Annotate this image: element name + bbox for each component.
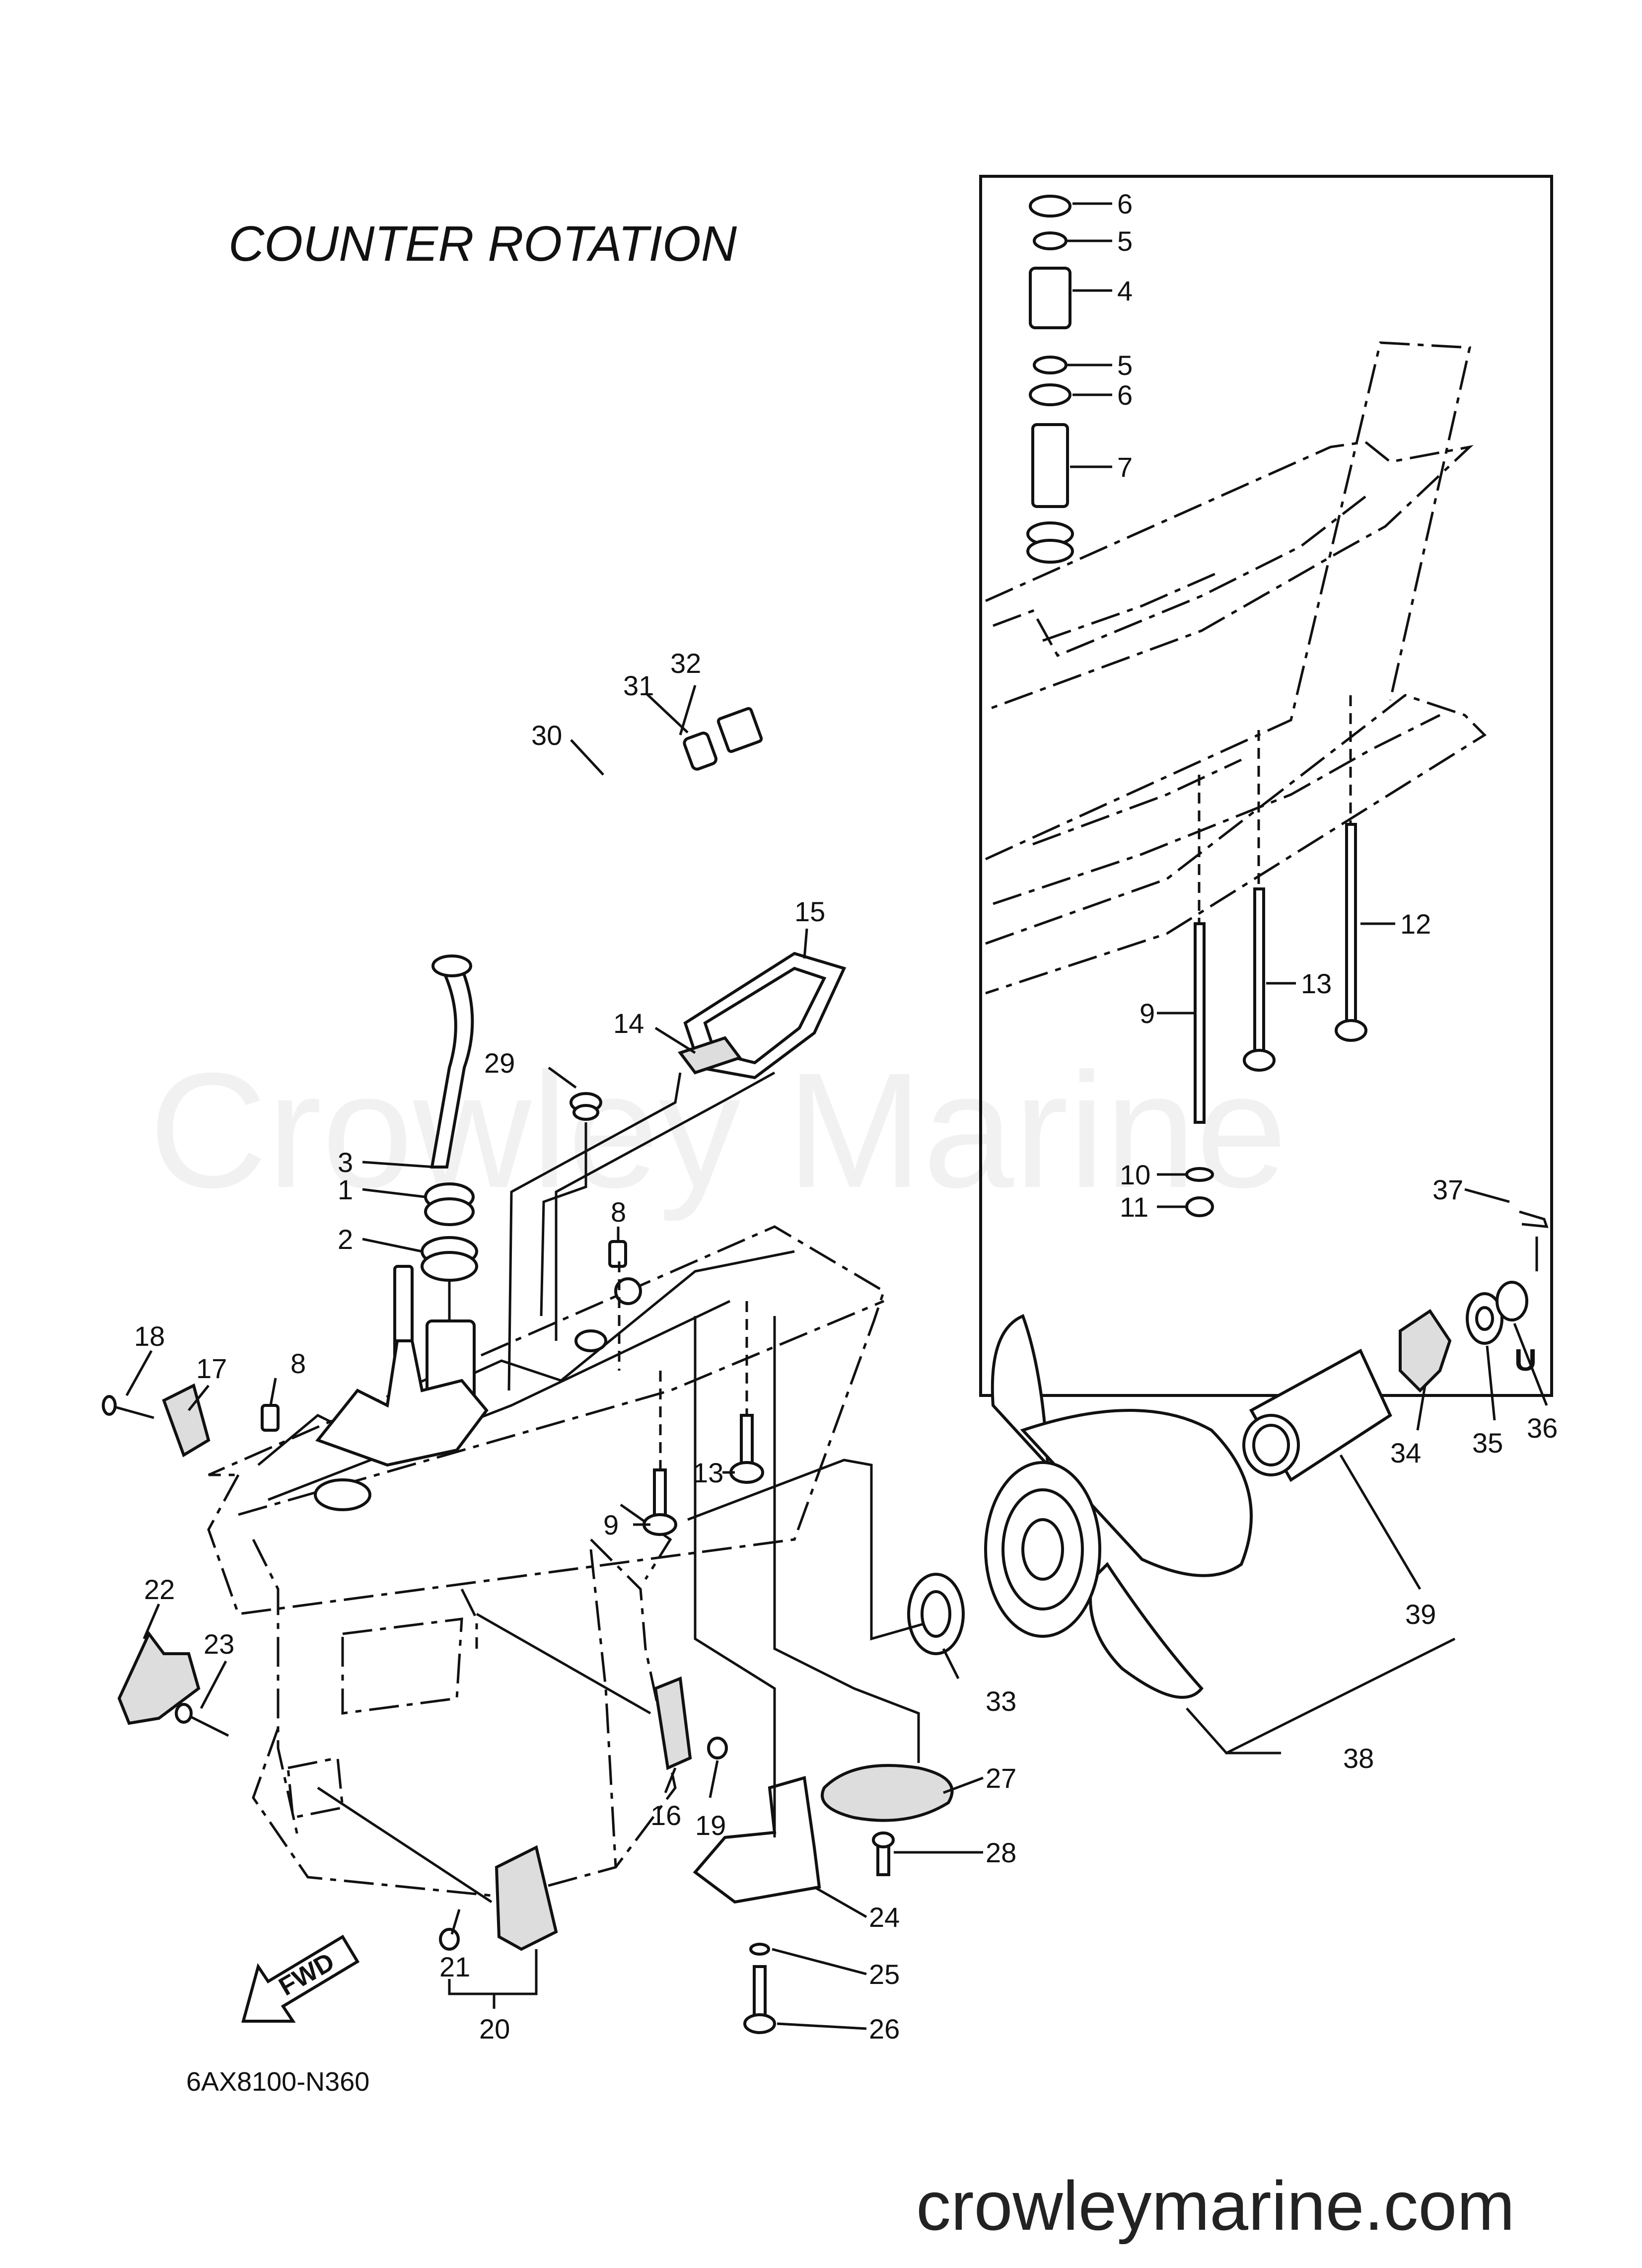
callout-11: 11 (1120, 1191, 1148, 1223)
callout-2: 2 (338, 1224, 353, 1255)
callout-13: 13 (1301, 968, 1332, 999)
callout-33: 33 (986, 1685, 1016, 1717)
hub-parts (1242, 1210, 1549, 1482)
callout-10: 10 (1120, 1159, 1150, 1190)
callout-8: 8 (611, 1196, 626, 1228)
callout-5: 5 (1117, 225, 1133, 257)
callout-24: 24 (869, 1902, 900, 1933)
callout-25: 25 (869, 1959, 900, 1990)
propeller (984, 1314, 1253, 1699)
callout-37: 37 (1432, 1174, 1463, 1205)
callout-6: 6 (1117, 379, 1133, 411)
callout-28: 28 (986, 1837, 1016, 1868)
diagram-title: COUNTER ROTATION (228, 216, 737, 272)
diagram-code: 6AX8100-N360 (186, 2067, 369, 2097)
callout-39: 39 (1405, 1599, 1436, 1630)
callout-30: 30 (531, 720, 562, 751)
callout-labels: 6 5 4 5 6 7 12 13 9 10 11 32 31 30 15 14… (134, 188, 1558, 2045)
inset-casing (985, 341, 1487, 995)
callout-9: 9 (603, 1509, 619, 1540)
callout-13: 13 (693, 1457, 723, 1488)
footer-url: crowleymarine.com (916, 2167, 1515, 2245)
callout-12: 12 (1400, 908, 1431, 940)
callout-3: 3 (338, 1147, 353, 1178)
callout-26: 26 (869, 2013, 900, 2045)
water-pump-housing (314, 1265, 642, 1511)
callout-16: 16 (650, 1800, 681, 1831)
callout-34: 34 (1390, 1437, 1421, 1468)
callout-35: 35 (1472, 1427, 1503, 1459)
leader-lines (125, 685, 1548, 2030)
callout-7: 7 (1117, 451, 1133, 483)
callout-31: 31 (623, 670, 654, 701)
callout-21: 21 (439, 1951, 470, 1982)
inset-parts (1026, 195, 1367, 1217)
callout-4: 4 (1117, 275, 1133, 306)
callout-36: 36 (1527, 1412, 1558, 1444)
callout-6: 6 (1117, 188, 1133, 219)
callout-32: 32 (670, 648, 701, 679)
reference-lines (317, 1071, 924, 1903)
callout-20: 20 (479, 2013, 510, 2045)
callout-38: 38 (1343, 1743, 1374, 1774)
callout-19: 19 (695, 1810, 726, 1841)
callout-14: 14 (613, 1008, 644, 1039)
inset-leaders (1068, 202, 1395, 1208)
callout-27: 27 (986, 1762, 1016, 1794)
callout-1: 1 (338, 1174, 353, 1205)
callout-22: 22 (144, 1574, 175, 1605)
callout-29: 29 (484, 1047, 515, 1079)
callout-9: 9 (1140, 998, 1155, 1029)
inset-frame (979, 175, 1553, 1397)
callout-23: 23 (204, 1628, 234, 1660)
callout-17: 17 (196, 1353, 227, 1384)
callout-15: 15 (794, 896, 825, 927)
main-parts (102, 707, 965, 2034)
callout-18: 18 (134, 1320, 165, 1352)
callout-5: 5 (1117, 350, 1133, 381)
forward-arrow-icon: FWD (241, 1934, 360, 2023)
callout-8: 8 (290, 1348, 306, 1379)
